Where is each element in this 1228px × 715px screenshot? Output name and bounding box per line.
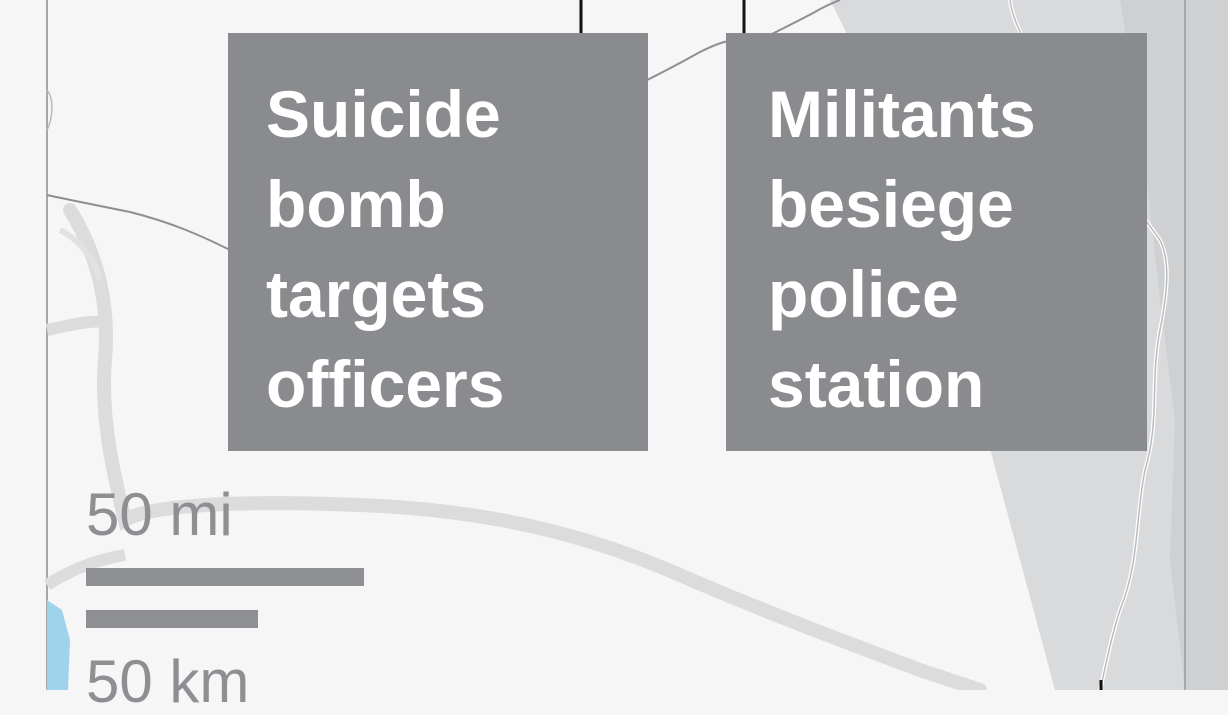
callout-line: besiege <box>768 167 1014 241</box>
callout-suicide-bomb: Suicide bomb targets officers <box>228 33 648 451</box>
callout-line: Suicide <box>266 77 501 151</box>
water-body <box>47 600 70 690</box>
callout-line: targets <box>266 257 487 331</box>
boundary-line <box>46 89 53 131</box>
callout-line: police <box>768 257 959 331</box>
callout-line: station <box>768 347 985 421</box>
scale-km-bar <box>86 610 258 628</box>
road <box>45 315 106 336</box>
scale-miles-label: 50 mi <box>86 481 233 548</box>
road <box>63 203 987 690</box>
callout-militants-besiege: Militants besiege police station <box>726 33 1147 451</box>
callout-line: bomb <box>266 167 446 241</box>
road <box>43 549 127 591</box>
callout-line: Militants <box>768 77 1036 151</box>
east-strip-shading <box>1120 0 1228 690</box>
callout-line: officers <box>266 347 505 421</box>
road <box>58 227 103 281</box>
scale-miles-bar <box>86 568 364 586</box>
scale-km-label: 50 km <box>86 648 250 715</box>
